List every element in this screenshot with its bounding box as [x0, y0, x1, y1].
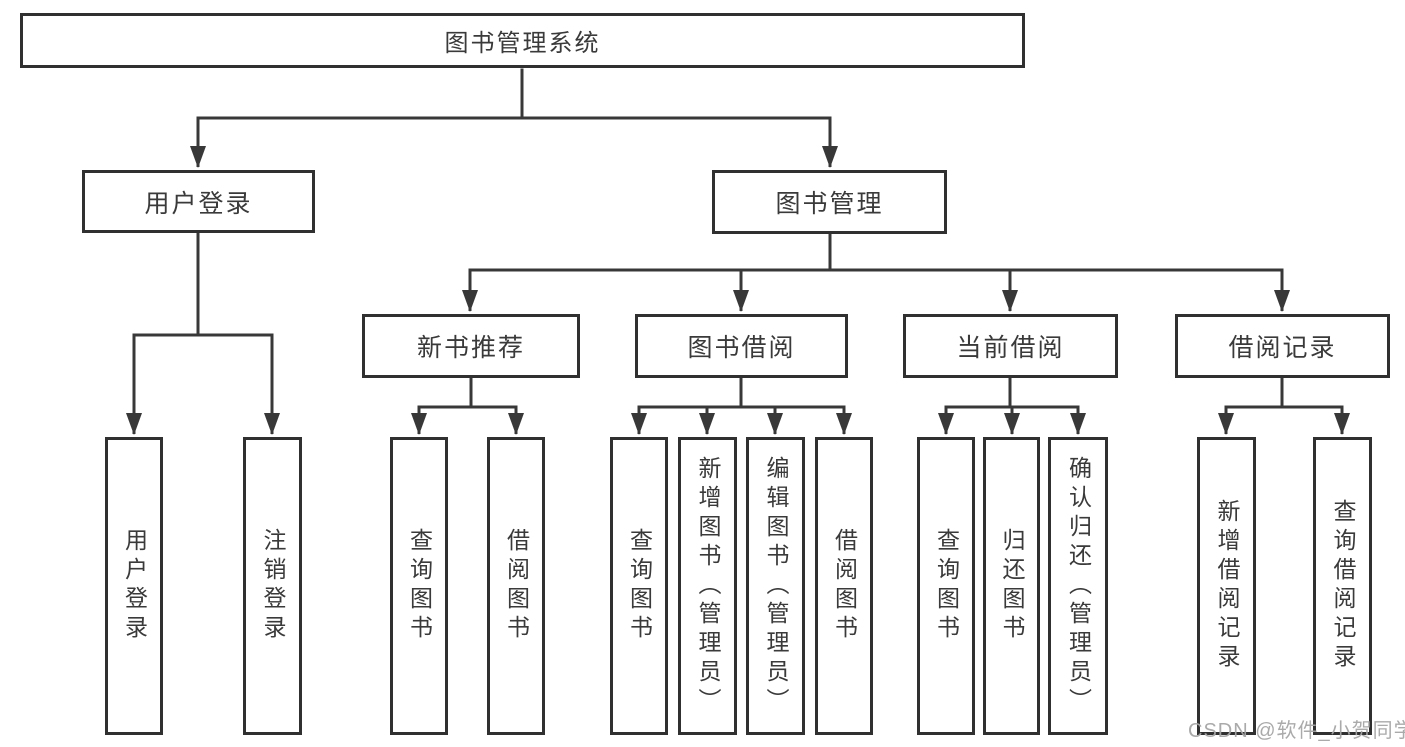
node-library-management-system: 图书管理系统	[20, 13, 1025, 68]
leaf-user-login: 用户登录	[105, 437, 163, 735]
leaf-label: 用户登录	[121, 528, 148, 644]
node-label: 用户登录	[144, 189, 253, 218]
leaf-add-books-admin: 新增图书（管理员）	[678, 437, 737, 735]
leaf-logout: 注销登录	[243, 437, 302, 735]
leaf-label: 查询图书	[626, 528, 653, 644]
leaf-edit-books-admin: 编辑图书（管理员）	[746, 437, 805, 735]
leaf-query-books-current: 查询图书	[917, 437, 975, 735]
leaf-query-books-borrowing: 查询图书	[610, 437, 668, 735]
node-borrowing-records: 借阅记录	[1175, 314, 1390, 378]
node-current-borrowing: 当前借阅	[903, 314, 1118, 378]
leaf-label: 查询图书	[933, 528, 960, 644]
leaf-label: 查询借阅记录	[1330, 499, 1356, 673]
leaf-label: 借阅图书	[831, 528, 858, 644]
node-label: 新书推荐	[416, 334, 525, 362]
node-label: 借阅记录	[1228, 334, 1337, 362]
tree-arrows	[126, 118, 1350, 435]
node-book-management: 图书管理	[712, 170, 947, 234]
csdn-watermark: CSDN @软件_小贺同学	[1188, 720, 1405, 742]
leaf-label: 归还图书	[999, 528, 1025, 644]
leaf-label: 新增图书（管理员）	[695, 455, 721, 717]
leaf-return-books: 归还图书	[983, 437, 1040, 735]
node-user-login: 用户登录	[82, 170, 315, 233]
leaf-label: 新增借阅记录	[1214, 499, 1240, 673]
leaf-label: 注销登录	[260, 528, 286, 644]
leaf-borrow-books-borrowing: 借阅图书	[815, 437, 873, 735]
node-label: 图书管理系统	[444, 30, 601, 57]
leaf-label: 借阅图书	[503, 528, 530, 644]
leaf-query-books-recommend: 查询图书	[390, 437, 448, 735]
leaf-label: 编辑图书（管理员）	[763, 455, 789, 717]
leaf-confirm-return-admin: 确认归还（管理员）	[1048, 437, 1108, 735]
leaf-add-borrow-record: 新增借阅记录	[1197, 437, 1256, 735]
leaf-borrow-books-recommend: 借阅图书	[487, 437, 545, 735]
node-label: 当前借阅	[956, 334, 1065, 362]
tree-skeleton	[132, 68, 1344, 409]
leaf-label: 查询图书	[406, 528, 433, 644]
leaf-label: 确认归还（管理员）	[1065, 455, 1092, 717]
node-label: 图书借阅	[687, 334, 796, 362]
node-label: 图书管理	[775, 190, 884, 218]
node-book-borrowing: 图书借阅	[635, 314, 848, 378]
node-new-book-recommend: 新书推荐	[362, 314, 580, 378]
leaf-query-borrow-record: 查询借阅记录	[1313, 437, 1372, 735]
